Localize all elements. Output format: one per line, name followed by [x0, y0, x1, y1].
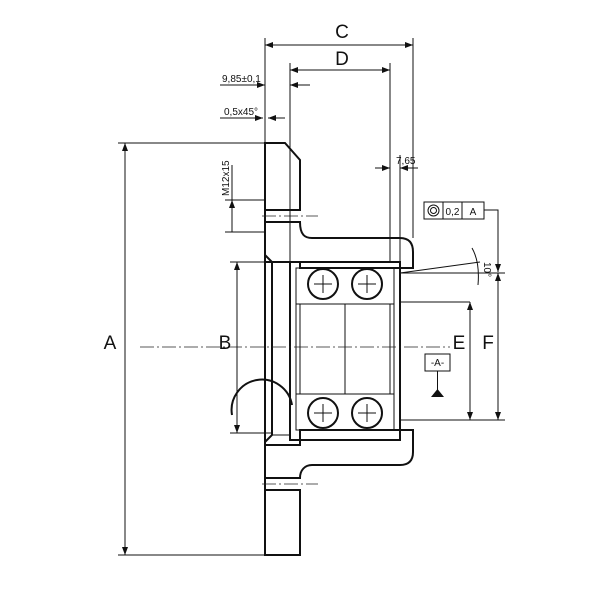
dimension-a: A	[104, 142, 265, 556]
dimension-chamfer: 0,5x45°	[220, 107, 285, 121]
svg-text:M12x15: M12x15	[221, 160, 232, 196]
ball	[351, 397, 383, 429]
svg-text:A: A	[470, 207, 477, 218]
svg-text:0,2: 0,2	[446, 207, 460, 218]
svg-text:7,65: 7,65	[396, 156, 416, 167]
dimension-e: E	[400, 301, 505, 421]
label-c: C	[335, 22, 349, 43]
ball	[307, 268, 339, 300]
dimension-f: F	[482, 273, 501, 420]
ball	[351, 268, 383, 300]
dimension-flange-offset: 9,85±0,1	[220, 74, 310, 88]
label-d: D	[335, 49, 349, 70]
dimension-thread: M12x15	[221, 160, 265, 233]
tolerance-frame: 0,2 A	[423, 201, 501, 272]
svg-text:B: B	[219, 333, 232, 354]
pilot-bore	[230, 254, 293, 443]
svg-text:9,85±0,1: 9,85±0,1	[222, 74, 261, 85]
dimension-c: C	[264, 22, 414, 238]
svg-text:-A-: -A-	[431, 358, 444, 369]
dimension-b: B	[219, 261, 272, 434]
concentricity-icon	[427, 204, 440, 217]
svg-text:A: A	[104, 333, 117, 354]
ball	[307, 397, 339, 429]
dimension-seal-offset: 7,65	[375, 155, 418, 440]
flange-section	[262, 142, 414, 556]
datum-a: -A-	[424, 353, 451, 397]
svg-text:E: E	[453, 333, 466, 354]
datum-triangle-icon	[431, 389, 444, 397]
svg-text:0,5x45°: 0,5x45°	[224, 107, 258, 118]
bearing	[289, 261, 401, 441]
angle-annotation: 10°	[399, 247, 505, 286]
svg-text:10°: 10°	[481, 262, 492, 277]
svg-text:F: F	[482, 333, 494, 354]
dimension-d: D	[289, 49, 391, 262]
